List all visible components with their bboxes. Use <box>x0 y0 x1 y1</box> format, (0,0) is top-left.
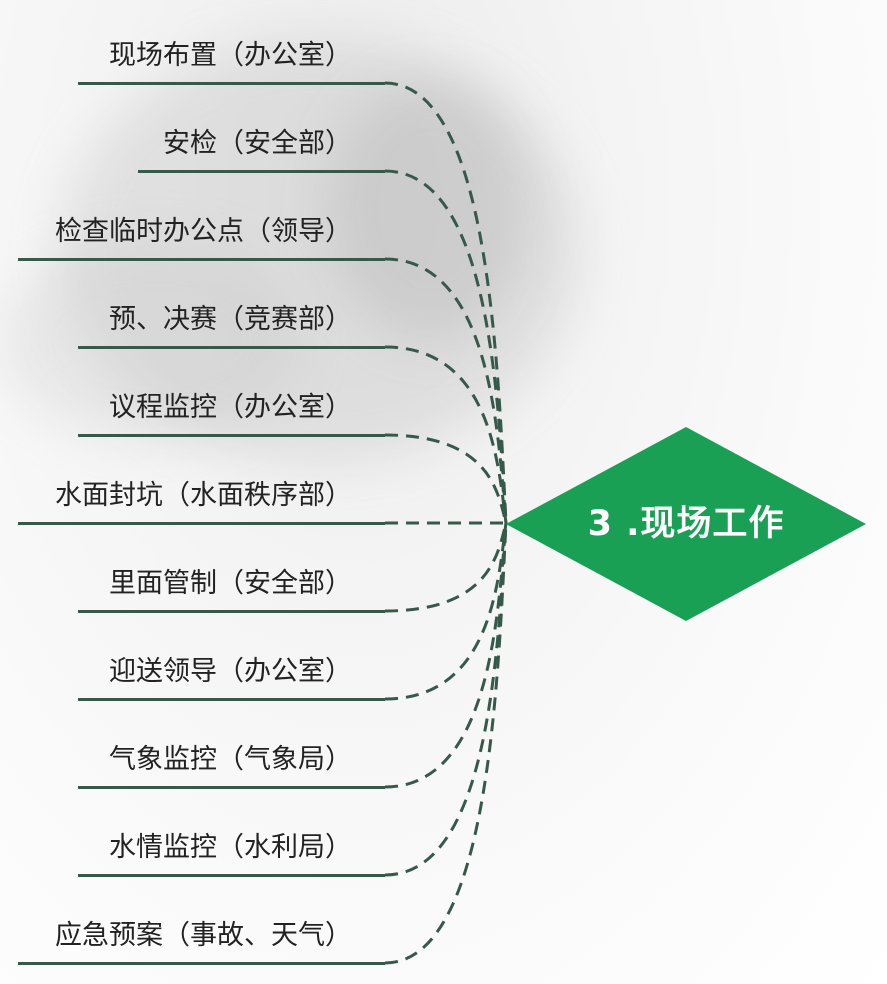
dashed-connector <box>384 522 508 789</box>
branch-underline <box>78 698 385 701</box>
branch-underline <box>78 786 385 789</box>
dashed-connector <box>384 522 508 877</box>
dashed-connector <box>384 257 508 524</box>
branch-underline <box>18 962 385 965</box>
branch-underline <box>18 258 385 261</box>
branch-label: 水面封坑（水面秩序部） <box>55 480 352 511</box>
branch-underline <box>78 82 385 85</box>
branch-label: 现场布置（办公室） <box>109 40 352 71</box>
center-node-diamond <box>506 427 866 621</box>
branch-label: 议程监控（办公室） <box>109 392 352 423</box>
center-node-title: 3 .现场工作 <box>587 504 785 544</box>
branch-label: 气象监控（气象局） <box>109 744 352 775</box>
branch-label: 预、决赛（竞赛部） <box>109 304 352 335</box>
branch-underline <box>78 434 385 437</box>
dashed-connector <box>384 522 508 701</box>
branch-label: 检查临时办公点（领导） <box>55 216 352 247</box>
branch-label: 安检（安全部） <box>163 128 352 159</box>
dashed-connector <box>384 433 508 524</box>
branch-label: 迎送领导（办公室） <box>109 656 352 687</box>
branch-label: 水情监控（水利局） <box>109 832 352 863</box>
dashed-connector <box>384 169 508 524</box>
branch-underline <box>78 346 385 349</box>
branch-underline <box>18 522 385 525</box>
dashed-connector <box>384 522 508 613</box>
dashed-connector <box>384 345 508 524</box>
branch-underline <box>78 610 385 613</box>
branch-label: 应急预案（事故、天气） <box>55 920 352 951</box>
branch-underline <box>138 170 385 173</box>
dashed-connector <box>384 522 508 965</box>
branch-underline <box>78 874 385 877</box>
dashed-connector <box>384 81 508 524</box>
branch-label: 里面管制（安全部） <box>109 568 352 599</box>
diamond-shape <box>506 427 866 621</box>
